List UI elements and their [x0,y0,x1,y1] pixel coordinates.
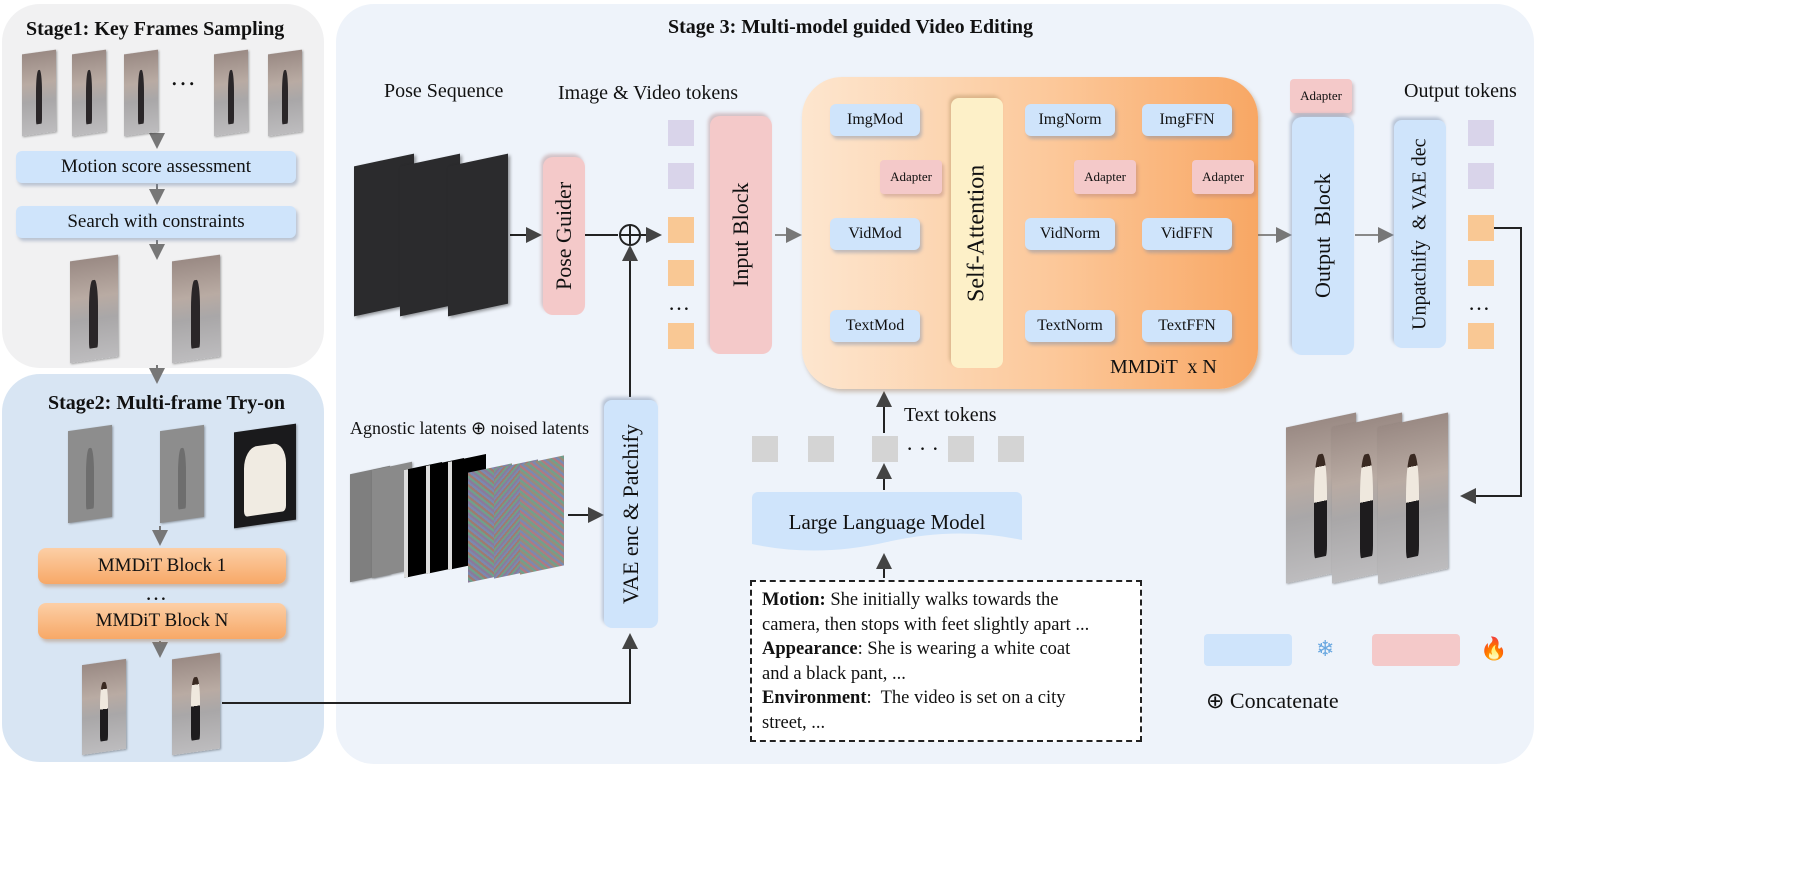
text-token [752,436,778,462]
vidnorm-box: VidNorm [1025,218,1115,250]
image-video-tokens-label: Image & Video tokens [558,82,739,104]
textnorm-box: TextNorm [1025,310,1115,342]
legend-trainable-swatch [1372,634,1460,666]
prompt-environment-text: : The video is set on a city [866,688,1066,708]
output-block: Output Block [1292,117,1354,355]
input-block: Input Block [710,116,772,354]
text-token [998,436,1024,462]
prompt-appearance-line: Appearance: She is wearing a white coat [762,637,1130,662]
frame-thumbnail [72,49,106,137]
prompt-environment-text-2: street, ... [762,712,826,733]
frames-ellipsis: … [170,62,196,91]
token-ellipsis: … [668,290,690,315]
text-token [872,436,898,462]
stage1-title: Stage1: Key Frames Sampling [26,18,285,40]
video-token [668,260,694,286]
output-tokens-label: Output tokens [1404,80,1517,102]
output-frame [1378,412,1448,584]
adapter-box: Adapter [880,160,942,194]
imgffn-box: ImgFFN [1142,104,1232,136]
unpatchify-vae-dec-block: Unpatchify & VAE dec [1394,120,1446,348]
frame-thumbnail [22,49,56,137]
fire-icon: 🔥 [1480,636,1508,661]
mmdit-x-n-label: MMDiT x N [1110,356,1217,378]
stage2-title: Stage2: Multi-frame Try-on [48,392,285,414]
mmdit-block-n: MMDiT Block N [38,603,286,639]
prompt-environment-label: Environment [762,688,867,708]
imgmod-box: ImgMod [830,104,920,136]
concatenate-legend: ⊕ Concatenate [1206,688,1339,713]
text-prompt-box: Motion: She initially walks towards the … [750,580,1142,742]
text-token [948,436,974,462]
frame-thumbnail [124,49,158,137]
adapter-box: Adapter [1192,160,1254,194]
prompt-appearance-label: Appearance [762,639,858,659]
prompt-appearance-text: : She is wearing a white coat [857,639,1071,659]
text-token-ellipsis: · · · [906,436,939,461]
output-token [1468,163,1494,189]
motion-score-box: Motion score assessment [16,151,296,183]
pose-sequence-label: Pose Sequence [384,80,504,102]
output-adapter-box: Adapter [1290,79,1352,113]
stage2-dots: … [145,580,167,605]
frame-thumbnail [268,49,302,137]
vidmod-box: VidMod [830,218,920,250]
search-constraints-box: Search with constraints [16,206,296,238]
key-frame [172,254,220,364]
garment-image [234,423,296,529]
key-frame [70,254,118,364]
stage3-title: Stage 3: Multi-model guided Video Editin… [668,16,1034,38]
agnostic-frame [68,424,112,524]
output-token [1468,260,1494,286]
legend-frozen-swatch [1204,634,1292,666]
textmod-box: TextMod [830,310,920,342]
prompt-motion-label: Motion: [762,590,826,610]
pose-guider-block: Pose Guider [543,157,585,315]
image-token [668,120,694,146]
frame-thumbnail [214,49,248,137]
prompt-appearance-text-2: and a black pant, ... [762,663,906,684]
prompt-motion-text: She initially walks towards the [825,590,1059,610]
output-token-ellipsis: … [1468,290,1490,315]
output-token [1468,323,1494,349]
textffn-box: TextFFN [1142,310,1232,342]
prompt-environment-line: Environment: The video is set on a city [762,686,1130,711]
self-attention-block: Self-Attention [951,98,1003,368]
video-token [668,323,694,349]
text-token [808,436,834,462]
tryon-result-frame [172,652,220,756]
prompt-motion-line: Motion: She initially walks towards the [762,588,1130,613]
imgnorm-box: ImgNorm [1025,104,1115,136]
prompt-motion-text-2: camera, then stops with feet slightly ap… [762,614,1090,635]
snowflake-icon: ❄ [1316,636,1335,661]
output-token [1468,120,1494,146]
vae-enc-patchify-block: VAE enc & Patchify [604,400,658,628]
tryon-result-frame [82,658,126,756]
image-token [668,163,694,189]
output-token [1468,215,1494,241]
text-tokens-label: Text tokens [904,404,997,426]
agnostic-frame [160,424,204,524]
agnostic-latents-label: Agnostic latents ⊕ noised latents [350,418,590,438]
vidffn-box: VidFFN [1142,218,1232,250]
mmdit-block-1: MMDiT Block 1 [38,548,286,584]
noise-latent [520,455,564,575]
adapter-box: Adapter [1074,160,1136,194]
video-token [668,217,694,243]
pose-frame [448,153,508,317]
